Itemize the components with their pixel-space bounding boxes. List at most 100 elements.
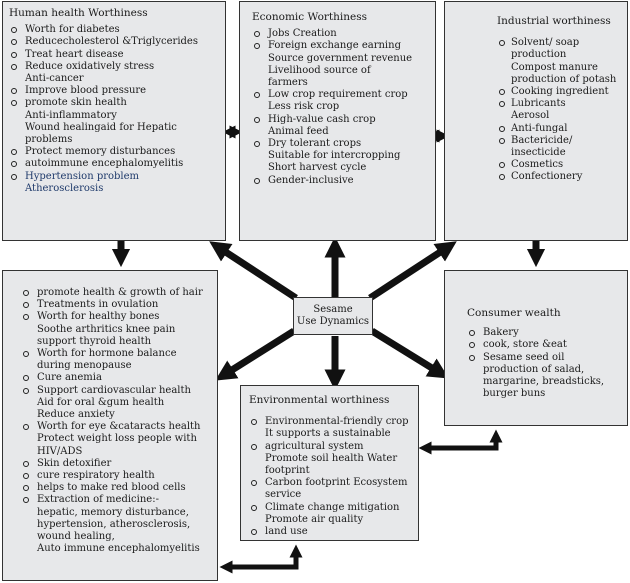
list-item: Confectionery	[497, 171, 621, 183]
list-item: Worth for hormone balance	[21, 348, 211, 360]
list-item: hepatic, memory disturbance,	[37, 506, 189, 518]
list-item: Promote soil health Water footprint	[265, 452, 398, 477]
list-item: Anti-fungal	[497, 123, 621, 135]
center-title-line1: Sesame	[313, 304, 353, 315]
list-item: Sesame seed oil	[467, 352, 621, 364]
list-item: promote skin health	[9, 97, 219, 109]
list-item: Bactericide/ insecticide	[497, 135, 621, 159]
list-item: Climate change mitigation	[249, 502, 414, 514]
list-item: promote health & growth of hair	[21, 287, 211, 299]
environmental-title: Environmental worthiness	[249, 394, 390, 406]
list-item: Jobs Creation	[252, 28, 427, 40]
list-item: Aerosol	[511, 110, 550, 122]
list-item: autoimmune encephalomyelitis	[9, 158, 219, 170]
consumer-title: Consumer wealth	[467, 307, 561, 319]
list-item: Skin detoxifier	[21, 458, 211, 470]
list-item: Foreign exchange earning	[252, 40, 427, 52]
list-item: Animal feed	[268, 125, 329, 137]
list-item: Hypertension problem	[9, 171, 219, 183]
list-item: cure respiratory health	[21, 470, 211, 482]
list-item: Protect memory disturbances	[9, 146, 219, 158]
list-item: Wound healingaid for Hepatic	[25, 121, 177, 133]
list-item: Compost manure	[511, 61, 598, 73]
list-item: HIV/ADS	[37, 445, 83, 457]
list-item: Auto immune encephalomyelitis	[37, 543, 200, 555]
list-item: wound healing,	[37, 531, 115, 543]
list-item: Livelihood source of	[268, 64, 371, 76]
human-health-title: Human health Worthiness	[9, 7, 148, 19]
list-item: Suitable for intercropping	[268, 150, 401, 162]
list-item: production of potash	[511, 73, 617, 85]
list-item: Atherosclerosis	[25, 182, 104, 194]
list-item: Extraction of medicine:-	[21, 494, 211, 506]
list-item: Cure anemia	[21, 372, 211, 384]
list-item: Aid for oral &gum health	[37, 396, 165, 408]
list-item: Improve blood pressure	[9, 85, 219, 97]
list-item: service	[265, 489, 302, 501]
list-item: Promote air quality	[265, 513, 364, 525]
list-item: cook, store &eat	[467, 339, 621, 351]
human-health-box: Human health Worthiness Worth for diabet…	[2, 1, 226, 241]
list-item: Low crop requirement crop	[252, 89, 427, 101]
list-item: Worth for diabetes	[9, 24, 219, 36]
list-item: It supports a sustainable	[265, 428, 391, 440]
list-item: Source government revenue	[268, 52, 413, 64]
list-item: Reduce anxiety	[37, 409, 115, 421]
list-item: Reduce oxidatively stress	[9, 61, 219, 73]
list-item: agricultural system	[249, 441, 414, 453]
list-item: Lubricants	[497, 98, 621, 110]
arrow-to-industrial	[368, 241, 457, 301]
list-item: land use	[249, 526, 414, 538]
list-item: Soothe arthritics knee pain	[37, 323, 176, 335]
list-item: Environmental-friendly crop	[249, 416, 414, 428]
arrow-to-environmental-right	[370, 328, 449, 379]
industrial-title: Industrial worthiness	[497, 15, 611, 27]
list-item: hypertension, atherosclerosis,	[37, 518, 191, 530]
list-item: support thyroid health	[37, 335, 152, 347]
list-item: Reducecholesterol &Triglycerides	[9, 36, 219, 48]
list-item: Cosmetics	[497, 159, 621, 171]
list-item: during menopause	[37, 360, 132, 372]
list-item: production of salad,	[483, 363, 585, 375]
list-item: High-value cash crop	[252, 114, 427, 126]
list-item: burger buns	[483, 388, 546, 400]
list-item: Cooking ingredient	[497, 86, 621, 98]
list-item: helps to make red blood cells	[21, 482, 211, 494]
list-item: Anti-inflammatory	[25, 109, 117, 121]
list-item: Carbon footprint Ecosystem	[249, 477, 414, 489]
list-item: Support cardiovascular health	[21, 385, 211, 397]
arrow-to-human-health	[209, 241, 298, 301]
environmental-box: Environmental worthiness Environmental-f…	[240, 385, 419, 541]
arrow-to-health-benefits	[215, 328, 296, 381]
list-item: Dry tolerant crops	[252, 138, 427, 150]
list-item: margarine, breadsticks,	[483, 376, 605, 388]
list-item: Treat heart disease	[9, 49, 219, 61]
list-item: Less risk crop	[268, 101, 340, 113]
double-arrow-consumer-environmental	[418, 429, 503, 455]
list-item: Worth for eye &cataracts health	[21, 421, 211, 433]
list-item: Short harvest cycle	[268, 162, 367, 174]
list-item: Treatments in ovulation	[21, 299, 211, 311]
list-item: Bakery	[467, 327, 621, 339]
center-node: Sesame Use Dynamics	[293, 297, 373, 335]
double-arrow-environmental-benefits	[219, 544, 303, 574]
list-item: Gender-inclusive	[252, 175, 427, 187]
list-item: farmers	[268, 77, 308, 89]
industrial-box: Industrial worthiness Solvent/ soap prod…	[444, 1, 628, 241]
list-item: Solvent/ soap production	[497, 37, 621, 61]
list-item: Worth for healthy bones	[21, 311, 211, 323]
list-item: Anti-cancer	[25, 73, 84, 85]
economic-title: Economic Worthiness	[252, 11, 367, 23]
center-title-line2: Use Dynamics	[296, 316, 370, 327]
list-item: problems	[25, 134, 73, 146]
